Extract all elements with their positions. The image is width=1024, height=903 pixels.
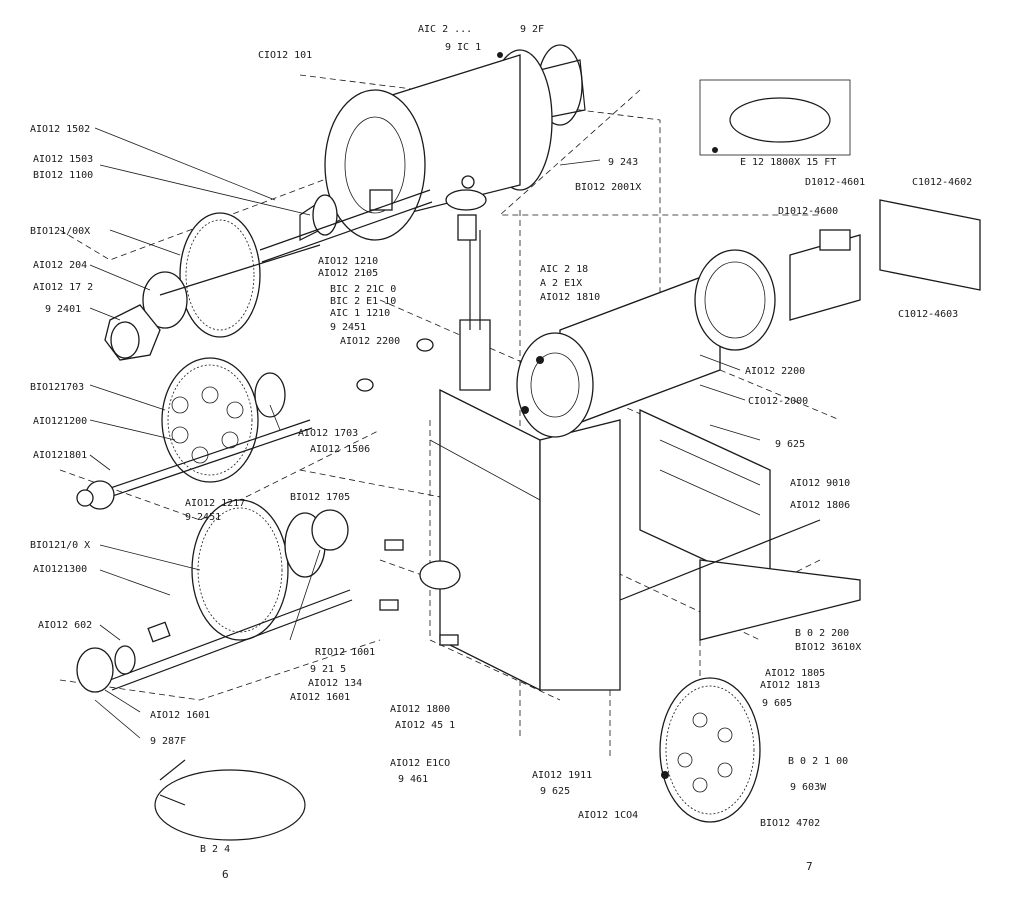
label: BIO121703 — [30, 382, 84, 393]
label: AIO12 17 2 — [33, 282, 93, 293]
figure-number: 7 — [806, 860, 813, 873]
label: AIC 2 18 — [540, 264, 588, 275]
label: 9 605 — [762, 698, 792, 709]
label: D1012-4600 — [778, 206, 838, 217]
label: CIO12 101 — [258, 50, 312, 61]
label: AIO121300 — [33, 564, 87, 575]
label: AIO12 1800 — [390, 704, 450, 715]
label: 9 461 — [398, 774, 428, 785]
label: BIO12 3610X — [795, 642, 861, 653]
label: B 0 2 200 — [795, 628, 849, 639]
part-number-labels: AIC 2 ... 9 2F 9 IC 1 CIO12 101 AIO12 15… — [30, 24, 972, 881]
bottom-right-gear — [659, 677, 761, 823]
label: BIO121/00X — [30, 226, 90, 237]
label: AIO12 2105 — [318, 268, 378, 279]
label: 9 625 — [775, 439, 805, 450]
label: 9 625 — [540, 786, 570, 797]
label: C1012-4602 — [912, 177, 972, 188]
figure-number: 6 — [222, 868, 229, 881]
loose-pins — [356, 338, 461, 646]
label: 9 2F — [520, 24, 544, 35]
label: AIO12 1601 — [290, 692, 350, 703]
label: AIO12 134 — [308, 678, 362, 689]
label: AIO12 9010 — [790, 478, 850, 489]
label: AIO12 1CO4 — [578, 810, 638, 821]
label: BIC 2 E1 10 — [330, 296, 396, 307]
label: A 2 E1X — [540, 278, 582, 289]
label: 9 21 5 — [310, 664, 346, 675]
top-drum-assembly — [259, 44, 586, 263]
label: AIO12 45 1 — [395, 720, 455, 731]
middle-left-gear-shaft — [76, 357, 313, 510]
label: AIO12 E1CO — [390, 758, 450, 769]
label: 9 2401 — [45, 304, 81, 315]
label: BIO12 4702 — [760, 818, 820, 829]
label: AIO12 2200 — [340, 336, 400, 347]
label: AIO12 602 — [38, 620, 92, 631]
center-frame — [429, 175, 621, 692]
label: AIC 1 1210 — [330, 308, 390, 319]
label: BIO12 1705 — [290, 492, 350, 503]
label: AIO12 1506 — [310, 444, 370, 455]
label: BIC 2 21C 0 — [330, 284, 396, 295]
leader-lines — [89, 127, 761, 739]
label: C1012-4603 — [898, 309, 958, 320]
label: AIO12 1810 — [540, 292, 600, 303]
label: BIO12 2001X — [575, 182, 641, 193]
label: AIO12 2200 — [745, 366, 805, 377]
label: AIO12 204 — [33, 260, 87, 271]
label: AIO12 1703 — [298, 428, 358, 439]
label: AIO12 1502 — [30, 124, 90, 135]
label: AIO12 1503 — [33, 154, 93, 165]
label: D1012-4601 — [805, 177, 865, 188]
label: BIO12 1100 — [33, 170, 93, 181]
label: BIO121/0 X — [30, 540, 90, 551]
label: 9 287F — [150, 736, 186, 747]
label: AIO12 1911 — [532, 770, 592, 781]
label: B 0 2 1 00 — [788, 756, 848, 767]
label: AIO12 1217 — [185, 498, 245, 509]
label: AIC 2 ... — [418, 24, 472, 35]
label: 9 243 — [608, 157, 638, 168]
label: AIO121200 — [33, 416, 87, 427]
label: E 12 1800X 15 FT — [740, 157, 836, 168]
label: RIO12 1001 — [315, 647, 375, 658]
motor-cylinder — [516, 249, 776, 438]
label: 9 603W — [790, 782, 827, 793]
label: B 2 4 — [200, 844, 230, 855]
label: AIO12 1806 — [790, 500, 850, 511]
drive-belt — [154, 759, 306, 841]
label: 9 2451 — [330, 322, 366, 333]
label: AIO121801 — [33, 450, 87, 461]
label: AIO12 1210 — [318, 256, 378, 267]
upper-left-gear-shaft — [104, 212, 321, 361]
electrical-box — [699, 79, 981, 321]
label: AIO12 1805 — [765, 668, 825, 679]
label: 9 IC 1 — [445, 42, 481, 53]
label: AIO12 1601 — [150, 710, 210, 721]
label: AIO12 1813 — [760, 680, 820, 691]
lower-left-gear-shaft — [76, 499, 353, 693]
label: 9 2451 — [185, 512, 221, 523]
label: CIO12-2000 — [748, 396, 808, 407]
right-bracket — [619, 408, 861, 641]
